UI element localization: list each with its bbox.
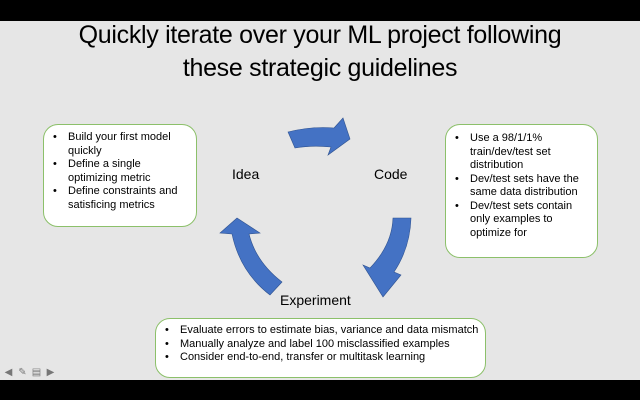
idea-item: Define a single optimizing metric: [44, 158, 192, 185]
label-code: Code: [374, 166, 408, 182]
arrow-idea-to-code-icon: [287, 117, 351, 156]
title-line-2: these strategic guidelines: [182, 54, 458, 82]
experiment-item: Manually analyze and label 100 misclassi…: [156, 338, 481, 352]
arrow-code-to-experiment-icon: [362, 217, 412, 298]
code-box: Use a 98/1/1% train/dev/test set distrib…: [445, 124, 598, 258]
idea-item: Define constraints and satisficing metri…: [44, 185, 192, 212]
code-item: Dev/test sets contain only examples to o…: [446, 200, 593, 241]
code-item: Dev/test sets have the same data distrib…: [446, 173, 593, 200]
slide-title: Quickly iterate over your ML project fol…: [0, 19, 640, 85]
pen-icon[interactable]: ✎: [18, 367, 27, 378]
slides-icon[interactable]: ▤: [31, 367, 42, 378]
idea-item: Build your first model quickly: [44, 131, 192, 158]
arrow-right-icon[interactable]: ▶: [46, 367, 55, 378]
arrow-left-icon[interactable]: ◀: [4, 367, 13, 378]
experiment-box: Evaluate errors to estimate bias, varian…: [155, 318, 486, 378]
label-idea: Idea: [232, 166, 260, 182]
title-line-1: Quickly iterate over your ML project fol…: [78, 21, 562, 49]
experiment-item: Evaluate errors to estimate bias, varian…: [156, 324, 481, 338]
experiment-item: Consider end-to-end, transfer or multita…: [156, 351, 481, 365]
arrow-experiment-to-idea-icon: [219, 217, 283, 296]
code-item: Use a 98/1/1% train/dev/test set distrib…: [446, 132, 593, 173]
label-experiment: Experiment: [280, 292, 351, 308]
slideshow-controls: ◀ ✎ ▤ ▶: [3, 367, 56, 379]
idea-box: Build your first model quickly Define a …: [43, 124, 197, 227]
